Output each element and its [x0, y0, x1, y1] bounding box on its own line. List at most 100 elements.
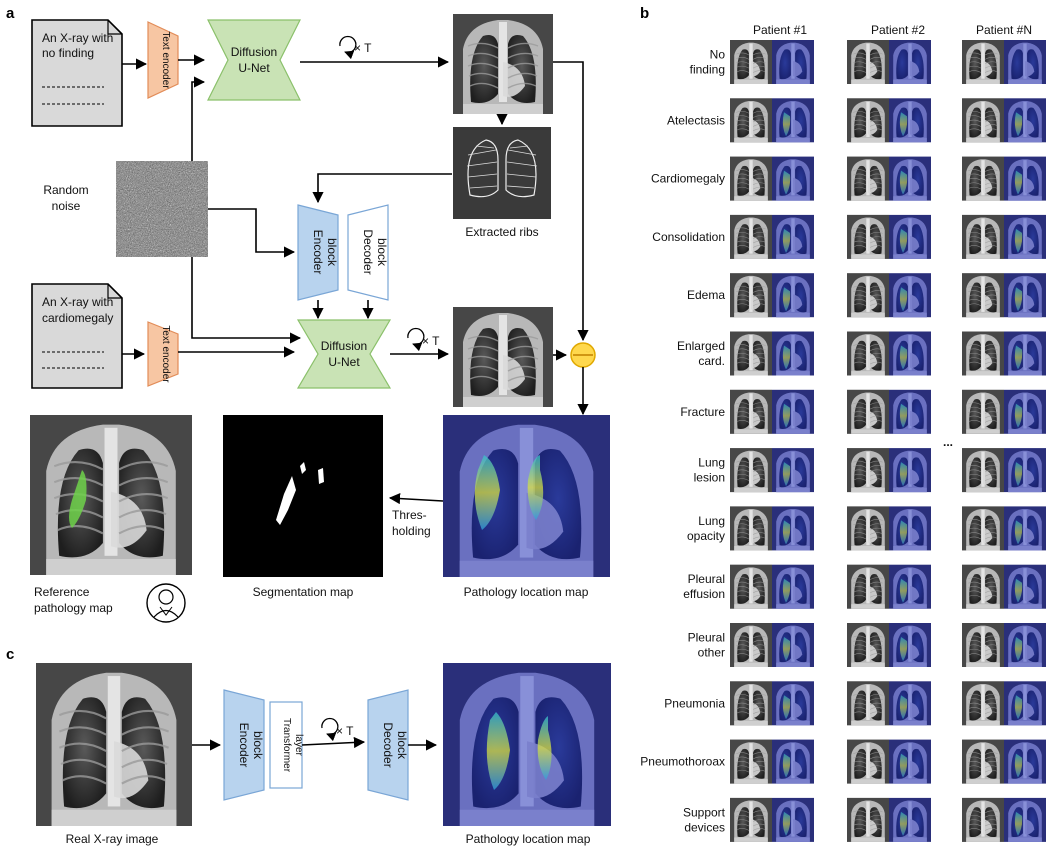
thumb-heatmap [889, 98, 931, 143]
repeat-2-label: × T [422, 334, 440, 348]
pathology-map-c-label: Pathology location map [466, 832, 591, 846]
thumb-heat-spot [782, 228, 791, 253]
thumb-xray [729, 797, 773, 843]
row-label-line: effusion [683, 587, 725, 601]
thumb-xray [846, 98, 890, 143]
thumb-heatmap [1004, 40, 1046, 84]
thumb-heat-spot [782, 520, 791, 545]
thumb-heat-spot [899, 403, 908, 428]
repeat-loop-c: × T [321, 717, 354, 742]
encoder-block-a: Encoder block [297, 204, 339, 301]
thumb-xray [961, 739, 1005, 784]
thumb-xray [846, 739, 890, 784]
thumb-heatmap [889, 797, 931, 842]
thumb-xray [846, 156, 890, 201]
thumb-heatmap [772, 156, 814, 201]
thumb-heatmap [1004, 98, 1046, 143]
row-label-line: Lung [698, 456, 725, 470]
thumb-heatmap [1004, 214, 1046, 259]
row-label-line: Atelectasis [667, 113, 725, 127]
thumb-heatmap [889, 564, 931, 609]
thumb-heat-spot [899, 170, 908, 195]
thumb-xray [846, 389, 890, 435]
thumb-heat-spot [782, 287, 791, 312]
unet2-line1: Diffusion [321, 339, 367, 353]
decoder-c-line1: Decoder [381, 722, 395, 767]
text-encoder-2: Text encoder [147, 321, 179, 387]
thumb-heatmap [889, 331, 931, 376]
patients-ellipsis: ... [943, 435, 953, 449]
thumb-heat-spot [782, 403, 791, 428]
thumb-xray [729, 272, 773, 318]
thumb-heatmap [889, 448, 931, 493]
thumb-heatmap [772, 448, 814, 493]
thresholding-line2: holding [392, 524, 431, 538]
thumb-xray [846, 39, 890, 85]
thumb-heatmap [1004, 156, 1046, 201]
thumb-heat-spot [899, 112, 908, 137]
row-label-line: card. [698, 354, 725, 368]
thumb-heatmap [772, 739, 814, 784]
thumb-xray [846, 564, 890, 609]
random-noise-image [116, 161, 208, 257]
thumb-xray [729, 622, 773, 668]
thumb-heatmap [772, 331, 814, 376]
thumb-heat-spot [1014, 520, 1023, 545]
thumb-heat-spot [782, 112, 791, 137]
thumb-xray [961, 797, 1005, 843]
thumb-heat-spot [1014, 753, 1023, 778]
thumb-xray [846, 214, 890, 260]
panel-label-b: b [640, 5, 649, 22]
thumb-heatmap [1004, 273, 1046, 318]
decoder-a-line2: block [375, 238, 389, 267]
thumb-xray [729, 681, 773, 726]
panel-label-a: a [6, 5, 15, 22]
text-encoder-1-label: Text encoder [160, 31, 171, 89]
row-label-line: Enlarged [677, 339, 725, 353]
diffusion-unet-1: Diffusion U-Net [207, 19, 301, 101]
repeat-loop-1: × T [339, 35, 372, 60]
thumb-xray [961, 98, 1005, 143]
thumb-heat-spot [1014, 170, 1023, 195]
thumb-xray [961, 447, 1005, 493]
thumb-xray [729, 156, 773, 201]
thumb-heat-spot [1014, 695, 1023, 720]
thumb-xray [846, 681, 890, 726]
thumb-heatmap [889, 739, 931, 784]
repeat-c-label: × T [336, 724, 354, 738]
row-label: Atelectasis [667, 113, 725, 127]
thumb-heat-spot [1014, 228, 1023, 253]
thumb-xray [729, 739, 773, 784]
thumb-heat-spot [899, 578, 908, 603]
thumb-xray [961, 272, 1005, 318]
thumb-heatmap [1004, 623, 1046, 667]
row-label: Pneumonia [664, 696, 725, 710]
thumb-heat-spot [899, 520, 908, 545]
thumb-heatmap [772, 797, 814, 842]
generated-xray-cardiomegaly [452, 306, 554, 408]
patient-header-n: Patient #N [976, 23, 1032, 37]
row-label-line: devices [684, 820, 725, 834]
thumb-heatmap [889, 623, 931, 667]
thumb-xray [729, 506, 773, 551]
thumb-heat-spot [782, 753, 791, 778]
thumb-xray [961, 564, 1005, 609]
encoder-a-line1: Encoder [311, 230, 325, 275]
thumb-heatmap [889, 273, 931, 318]
thumb-heatmap [772, 273, 814, 318]
thumb-heatmap [1004, 506, 1046, 551]
thresholding-line1: Thres- [392, 508, 427, 522]
row-label-line: Pneumonia [664, 696, 725, 710]
transformer-layer: Transformer layer [269, 701, 304, 789]
thumb-heatmap [772, 681, 814, 726]
row-label-line: Cardiomegaly [651, 172, 725, 186]
row-label-line: Pleural [688, 572, 725, 586]
thumb-heat-spot [899, 695, 908, 720]
thumb-heatmap [889, 681, 931, 726]
thumb-xray [846, 622, 890, 668]
